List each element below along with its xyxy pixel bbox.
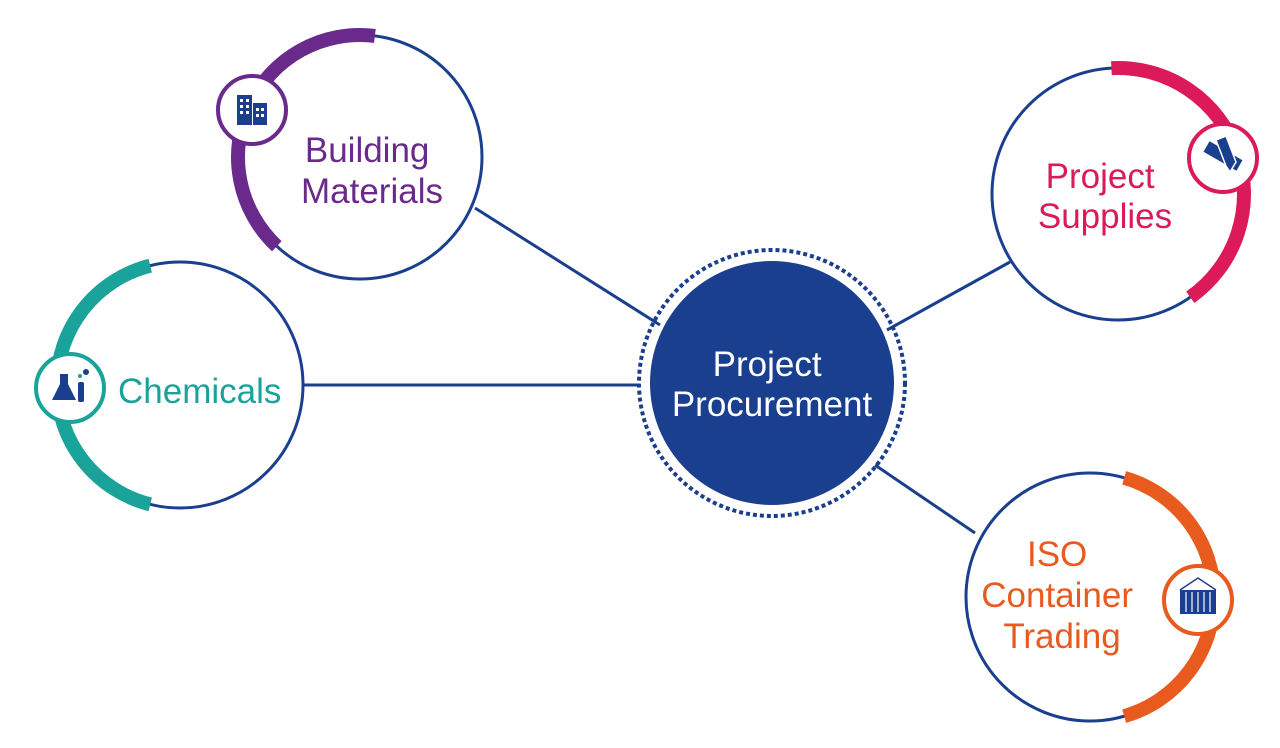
buildings-icon: [216, 74, 288, 146]
center-dashed-ring: [637, 248, 907, 518]
iso-label-line3: Trading: [1003, 617, 1120, 656]
iso-label-line2: Container: [981, 576, 1133, 615]
supplies-label-line2: Supplies: [1038, 197, 1172, 236]
center-label-line2: Procurement: [672, 385, 873, 424]
svg-text:Chemicals: Chemicals: [118, 372, 281, 411]
connector-building: [474, 206, 661, 327]
connector-supplies: [886, 260, 1011, 332]
chemicals-label: Chemicals: [118, 372, 281, 411]
connectors: [303, 206, 1011, 535]
svg-text:Project Supplies: Project Supplies: [1038, 157, 1172, 236]
center-label-line1: Project: [713, 345, 822, 384]
building-label-line2: Materials: [301, 172, 443, 211]
supplies-label-line1: Project: [1046, 157, 1155, 196]
center-node[interactable]: Project Procurement: [637, 248, 907, 518]
shipping-container-icon: [1162, 564, 1234, 636]
center-circle: [650, 261, 894, 505]
building-label-line1: Building: [305, 131, 430, 170]
pencil-ruler-icon: [1187, 122, 1259, 194]
connector-iso: [874, 463, 976, 535]
lab-flask-icon: [34, 352, 106, 424]
iso-label-line1: ISO: [1027, 535, 1087, 574]
svg-text:Building Materials: Building Materials: [301, 131, 443, 211]
svg-text:ISO Container Trading: ISO Container Trading: [981, 535, 1143, 656]
svg-text:Project Procurement: Project Procurement: [672, 345, 873, 424]
